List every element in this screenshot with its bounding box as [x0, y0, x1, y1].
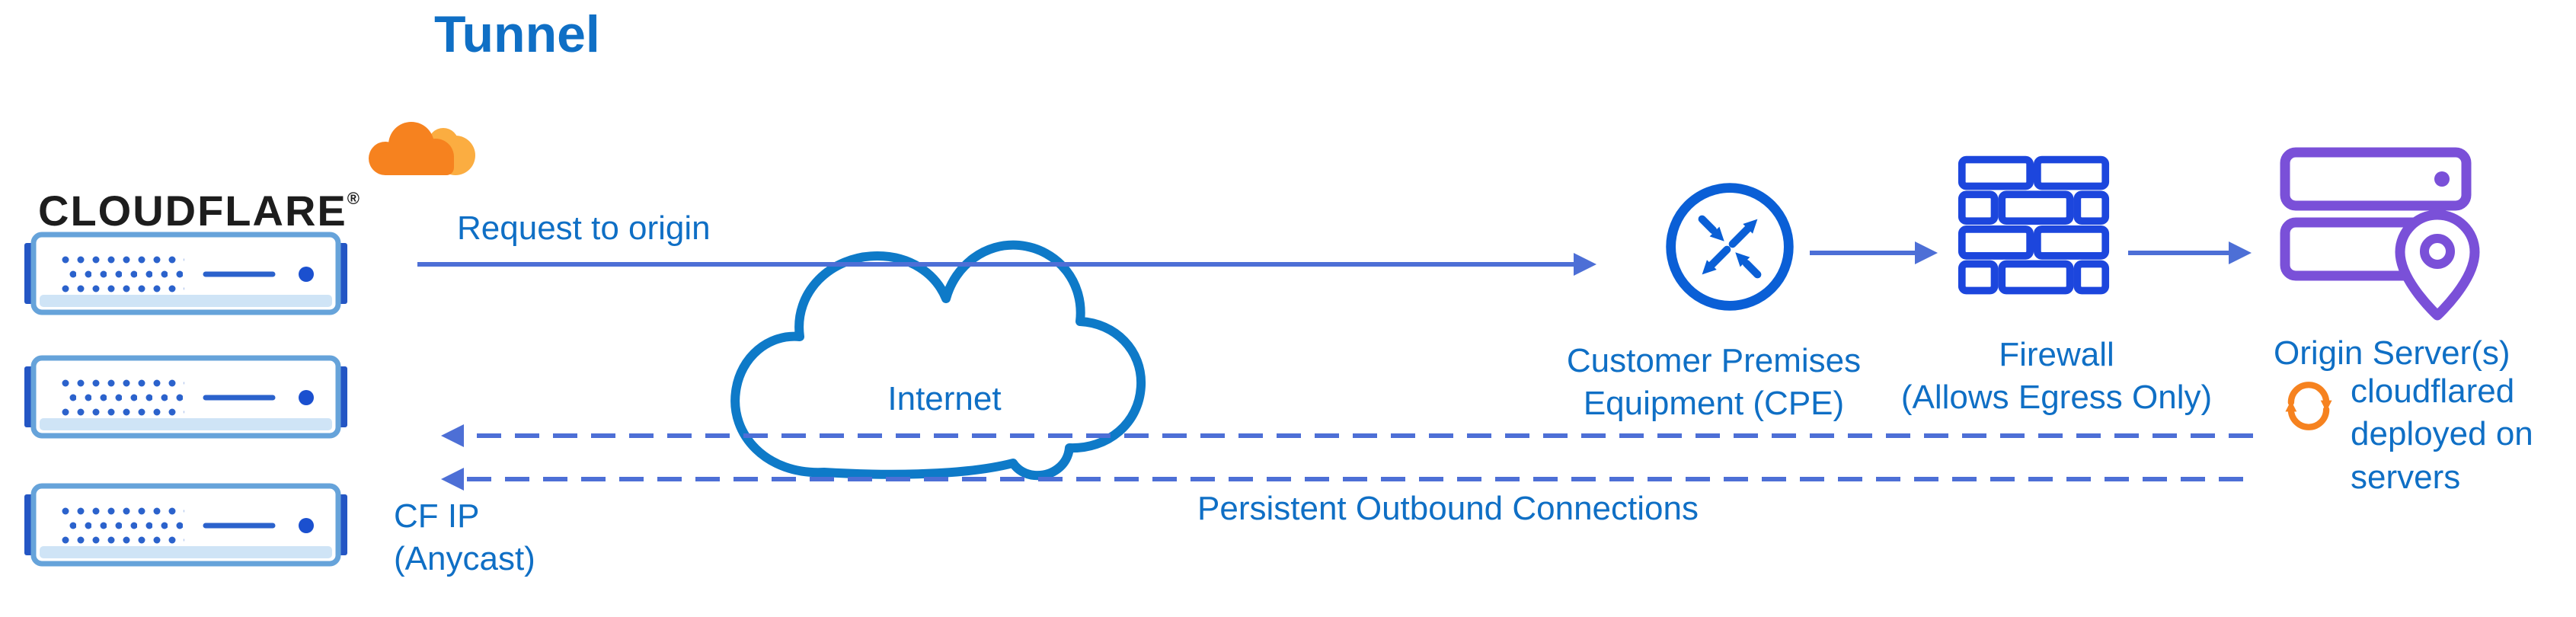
- cf-server-rack-1: [21, 231, 350, 316]
- cloudflare-logo: CLOUDFLARE®: [38, 113, 475, 235]
- cloudflare-cloud-icon: [369, 122, 475, 175]
- cpe-label: Customer Premises Equipment (CPE): [1566, 342, 1862, 423]
- firewall-label: Firewall (Allows Egress Only): [1900, 336, 2213, 417]
- firewall-brick-icon: [1958, 155, 2110, 295]
- internet-cloud-icon: [730, 240, 1146, 481]
- internet-label: Internet: [887, 380, 1002, 417]
- request-to-origin-label: Request to origin: [457, 209, 711, 247]
- cf-server-rack-2: [21, 354, 350, 440]
- origin-server-icon: [2280, 147, 2480, 321]
- brand-name: CLOUDFLARE: [38, 187, 347, 235]
- cf-server-rack-3: [21, 482, 350, 567]
- cpe-router-icon: [1666, 183, 1794, 311]
- persistent-outbound-label: Persistent Outbound Connections: [1197, 490, 1699, 527]
- cloudflared-sync-icon: [2285, 382, 2332, 430]
- diagram-title: Tunnel: [434, 5, 600, 63]
- cf-ip-anycast-label: CF IP (Anycast): [394, 497, 535, 578]
- cloudflare-wordmark: CLOUDFLARE®: [38, 186, 360, 235]
- origin-server-label: Origin Server(s): [2274, 334, 2510, 372]
- cloudflared-label: cloudflared deployed on servers: [2351, 372, 2533, 496]
- registered-mark: ®: [347, 189, 360, 208]
